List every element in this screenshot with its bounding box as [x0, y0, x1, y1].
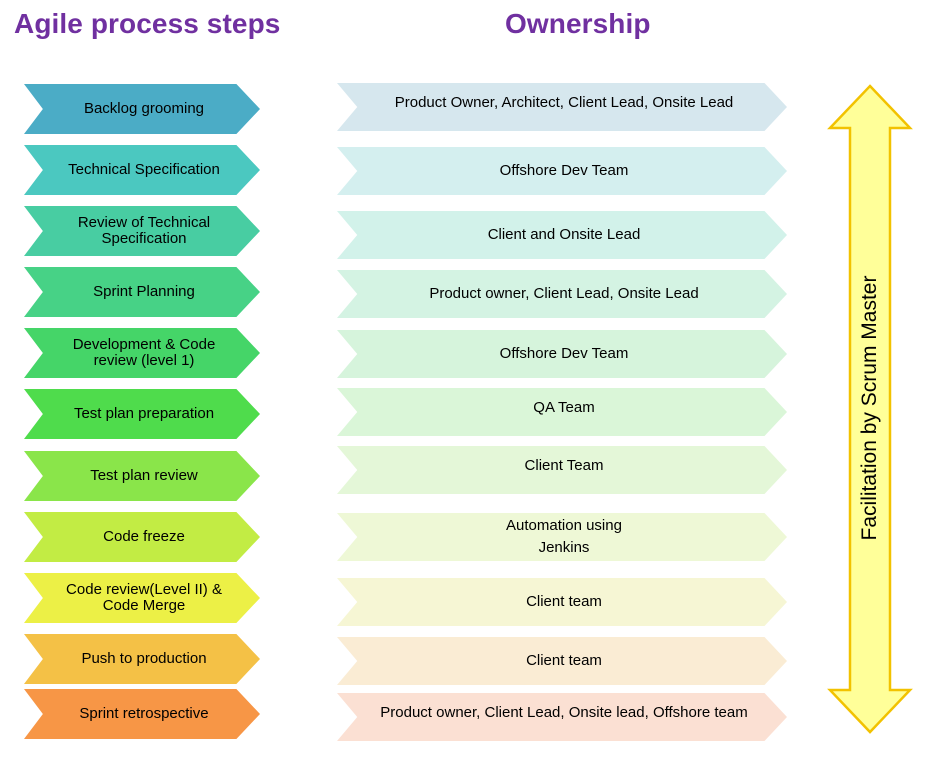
owner-label: Offshore Dev Team: [499, 345, 629, 362]
owner-chevron: Offshore Dev Team: [337, 147, 787, 195]
owner-chevron: Client team: [337, 578, 787, 626]
owner-label: Client team: [526, 652, 602, 669]
facilitation-label: Facilitation by Scrum Master: [858, 275, 881, 541]
process-step: Development & Code review (level 1): [24, 328, 260, 378]
ownership-heading: Ownership: [505, 8, 651, 39]
process-step: Review of Technical Specification: [24, 206, 260, 256]
owner-chevron: Client and Onsite Lead: [337, 211, 787, 259]
process-step: Push to production: [24, 634, 260, 684]
process-step: Test plan preparation: [24, 389, 260, 439]
process-steps-heading: Agile process steps: [14, 8, 281, 39]
owner-chevron: QA Team: [337, 388, 787, 436]
owner-label: Client team: [526, 593, 602, 610]
owner-label: Client Team: [524, 457, 604, 474]
process-step: Sprint Planning: [24, 267, 260, 317]
owner-chevron: Offshore Dev Team: [337, 330, 787, 378]
process-step: Code review(Level II) & Code Merge: [24, 573, 260, 623]
owner-chevron: Product owner, Client Lead, Onsite lead,…: [337, 693, 787, 741]
facilitation-arrow-shape: [827, 84, 913, 734]
owner-label: Product owner, Client Lead, Onsite lead,…: [380, 704, 748, 721]
process-step: Test plan review: [24, 451, 260, 501]
owner-chevron: Product owner, Client Lead, Onsite Lead: [337, 270, 787, 318]
process-step: Code freeze: [24, 512, 260, 562]
owner-label: Product Owner, Architect, Client Lead, O…: [394, 94, 734, 111]
process-step: Technical Specification: [24, 145, 260, 195]
owner-chevron: Product Owner, Architect, Client Lead, O…: [337, 83, 787, 131]
owner-label: Automation using Jenkins: [506, 517, 622, 556]
process-step: Backlog grooming: [24, 84, 260, 134]
owner-label: QA Team: [533, 399, 595, 416]
owner-label: Offshore Dev Team: [499, 162, 629, 179]
owner-chevron: Automation using Jenkins: [337, 513, 787, 561]
owner-chevron: Client team: [337, 637, 787, 685]
owner-label: Product owner, Client Lead, Onsite Lead: [429, 285, 699, 302]
owner-chevron: Client Team: [337, 446, 787, 494]
owner-label: Client and Onsite Lead: [487, 226, 641, 243]
process-step: Sprint retrospective: [24, 689, 260, 739]
double-headed-arrow-icon: [827, 84, 913, 734]
